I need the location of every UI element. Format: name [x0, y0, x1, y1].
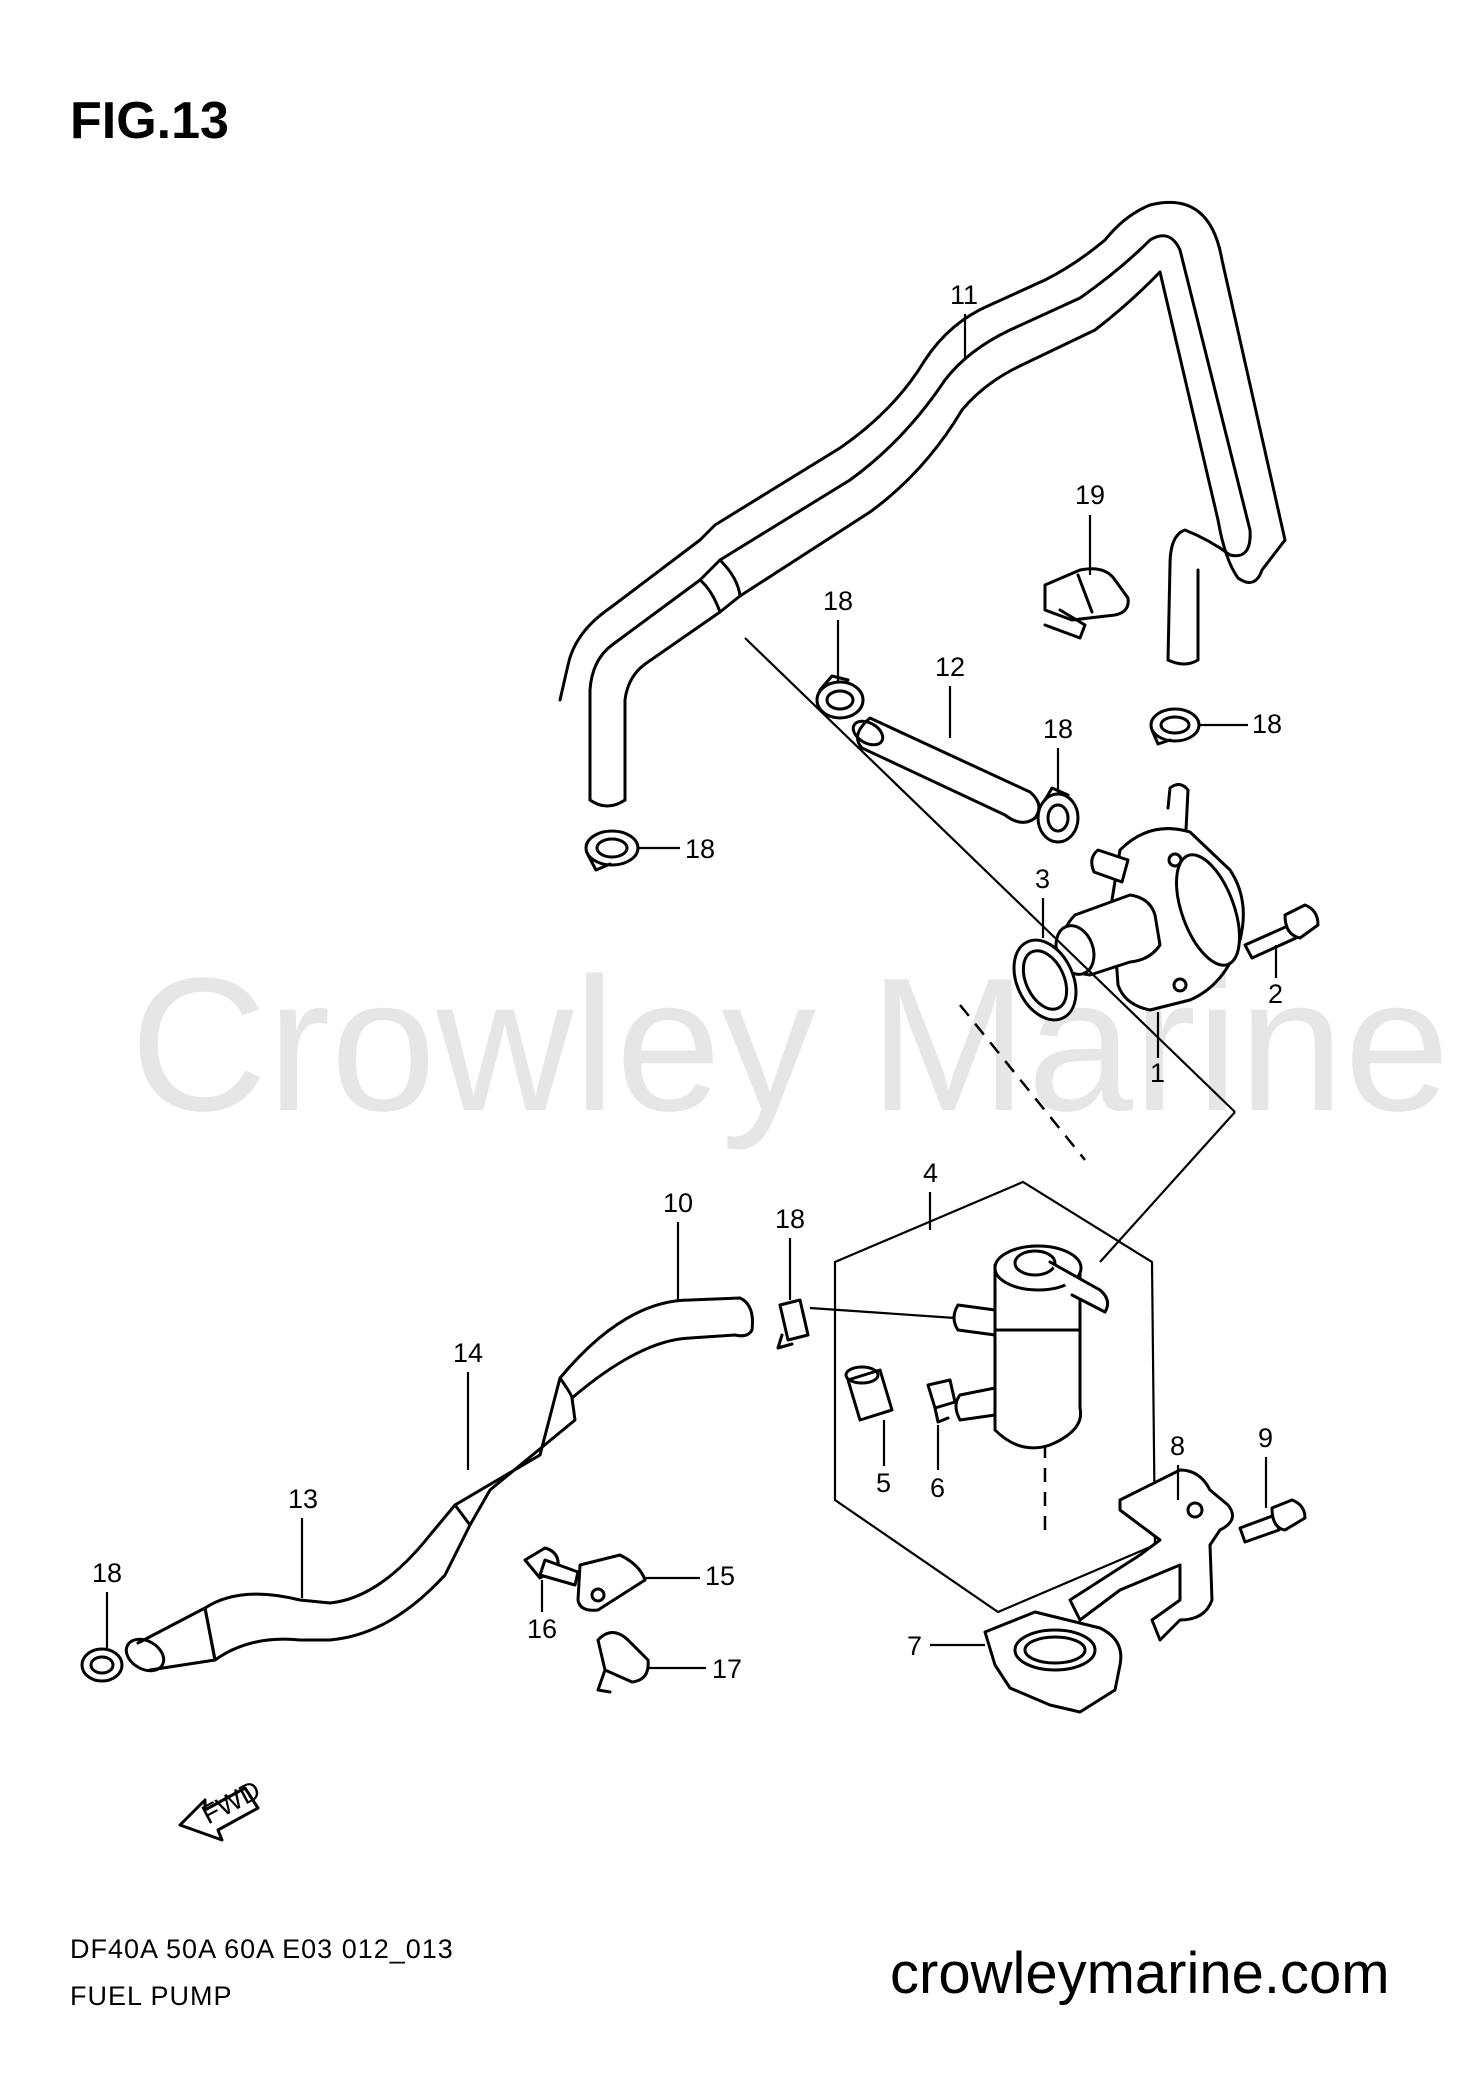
reference-lines [744, 637, 1236, 1161]
bolt-9[interactable] [1238, 1498, 1307, 1544]
footer-website[interactable]: crowleymarine.com [890, 1941, 1390, 2006]
clip-6[interactable] [926, 1378, 957, 1424]
callout-19: 19 [1075, 480, 1105, 510]
callout-18-right: 18 [1252, 709, 1282, 739]
o-ring-3[interactable] [1002, 930, 1088, 1030]
callout-8: 8 [1170, 1431, 1185, 1461]
bracket-8[interactable] [1068, 1468, 1234, 1642]
footer-group-name: FUEL PUMP [70, 1981, 233, 2011]
hose-clamp-18-left[interactable] [584, 829, 640, 872]
callout-7: 7 [907, 1631, 922, 1661]
callout-18-pump: 18 [1043, 714, 1073, 744]
clip-18-filter[interactable] [776, 1298, 810, 1350]
clip-19[interactable] [1043, 567, 1130, 640]
callout-18-filter: 18 [775, 1204, 805, 1234]
callout-5: 5 [876, 1468, 891, 1498]
callout-17: 17 [712, 1654, 742, 1684]
hose-clamp-18-upper-middle[interactable] [815, 674, 865, 720]
callout-18-bottom-left: 18 [92, 1558, 122, 1588]
callout-14: 14 [453, 1338, 483, 1368]
callout-9: 9 [1258, 1423, 1273, 1453]
hose-14[interactable] [453, 1376, 577, 1527]
cap-5[interactable] [844, 1365, 894, 1422]
filter-holder-7[interactable] [983, 1610, 1123, 1714]
fwd-arrow-icon: FWD [178, 1775, 265, 1842]
figure-title: FIG.13 [70, 92, 229, 150]
callout-18-upper-middle: 18 [823, 586, 853, 616]
hose-10[interactable] [558, 1296, 754, 1400]
hose-13[interactable] [121, 1503, 472, 1677]
callout-4: 4 [923, 1158, 938, 1188]
callout-18-left: 18 [685, 834, 715, 864]
callout-2: 2 [1268, 979, 1283, 1009]
hose-clamp-18-right[interactable] [1149, 707, 1201, 746]
fuel-filter-4[interactable] [952, 1244, 1110, 1450]
callout-11: 11 [950, 280, 978, 310]
callouts: 11 19 18 12 18 18 18 3 2 1 4 10 [92, 280, 1283, 1684]
hose-clamp-18-bottom-left[interactable] [80, 1647, 124, 1683]
callout-6: 6 [930, 1473, 945, 1503]
bolt-16[interactable] [523, 1546, 580, 1587]
hose-clamp-18-pump[interactable] [1036, 786, 1080, 844]
watermark-text: Crowley Marine [130, 939, 1450, 1151]
callout-10: 10 [663, 1188, 693, 1218]
callout-16: 16 [527, 1614, 557, 1644]
hose-12[interactable] [849, 716, 1041, 824]
callout-3: 3 [1035, 864, 1050, 894]
callout-13: 13 [288, 1484, 318, 1514]
callout-1: 1 [1150, 1058, 1165, 1088]
bracket-15[interactable] [576, 1553, 647, 1612]
callout-15: 15 [705, 1561, 735, 1591]
bolt-2[interactable] [1243, 903, 1320, 960]
clip-17[interactable] [596, 1631, 650, 1694]
hose-11[interactable] [558, 200, 1287, 808]
footer-model-code: DF40A 50A 60A E03 012_013 [70, 1934, 454, 1964]
callout-12: 12 [935, 652, 965, 682]
